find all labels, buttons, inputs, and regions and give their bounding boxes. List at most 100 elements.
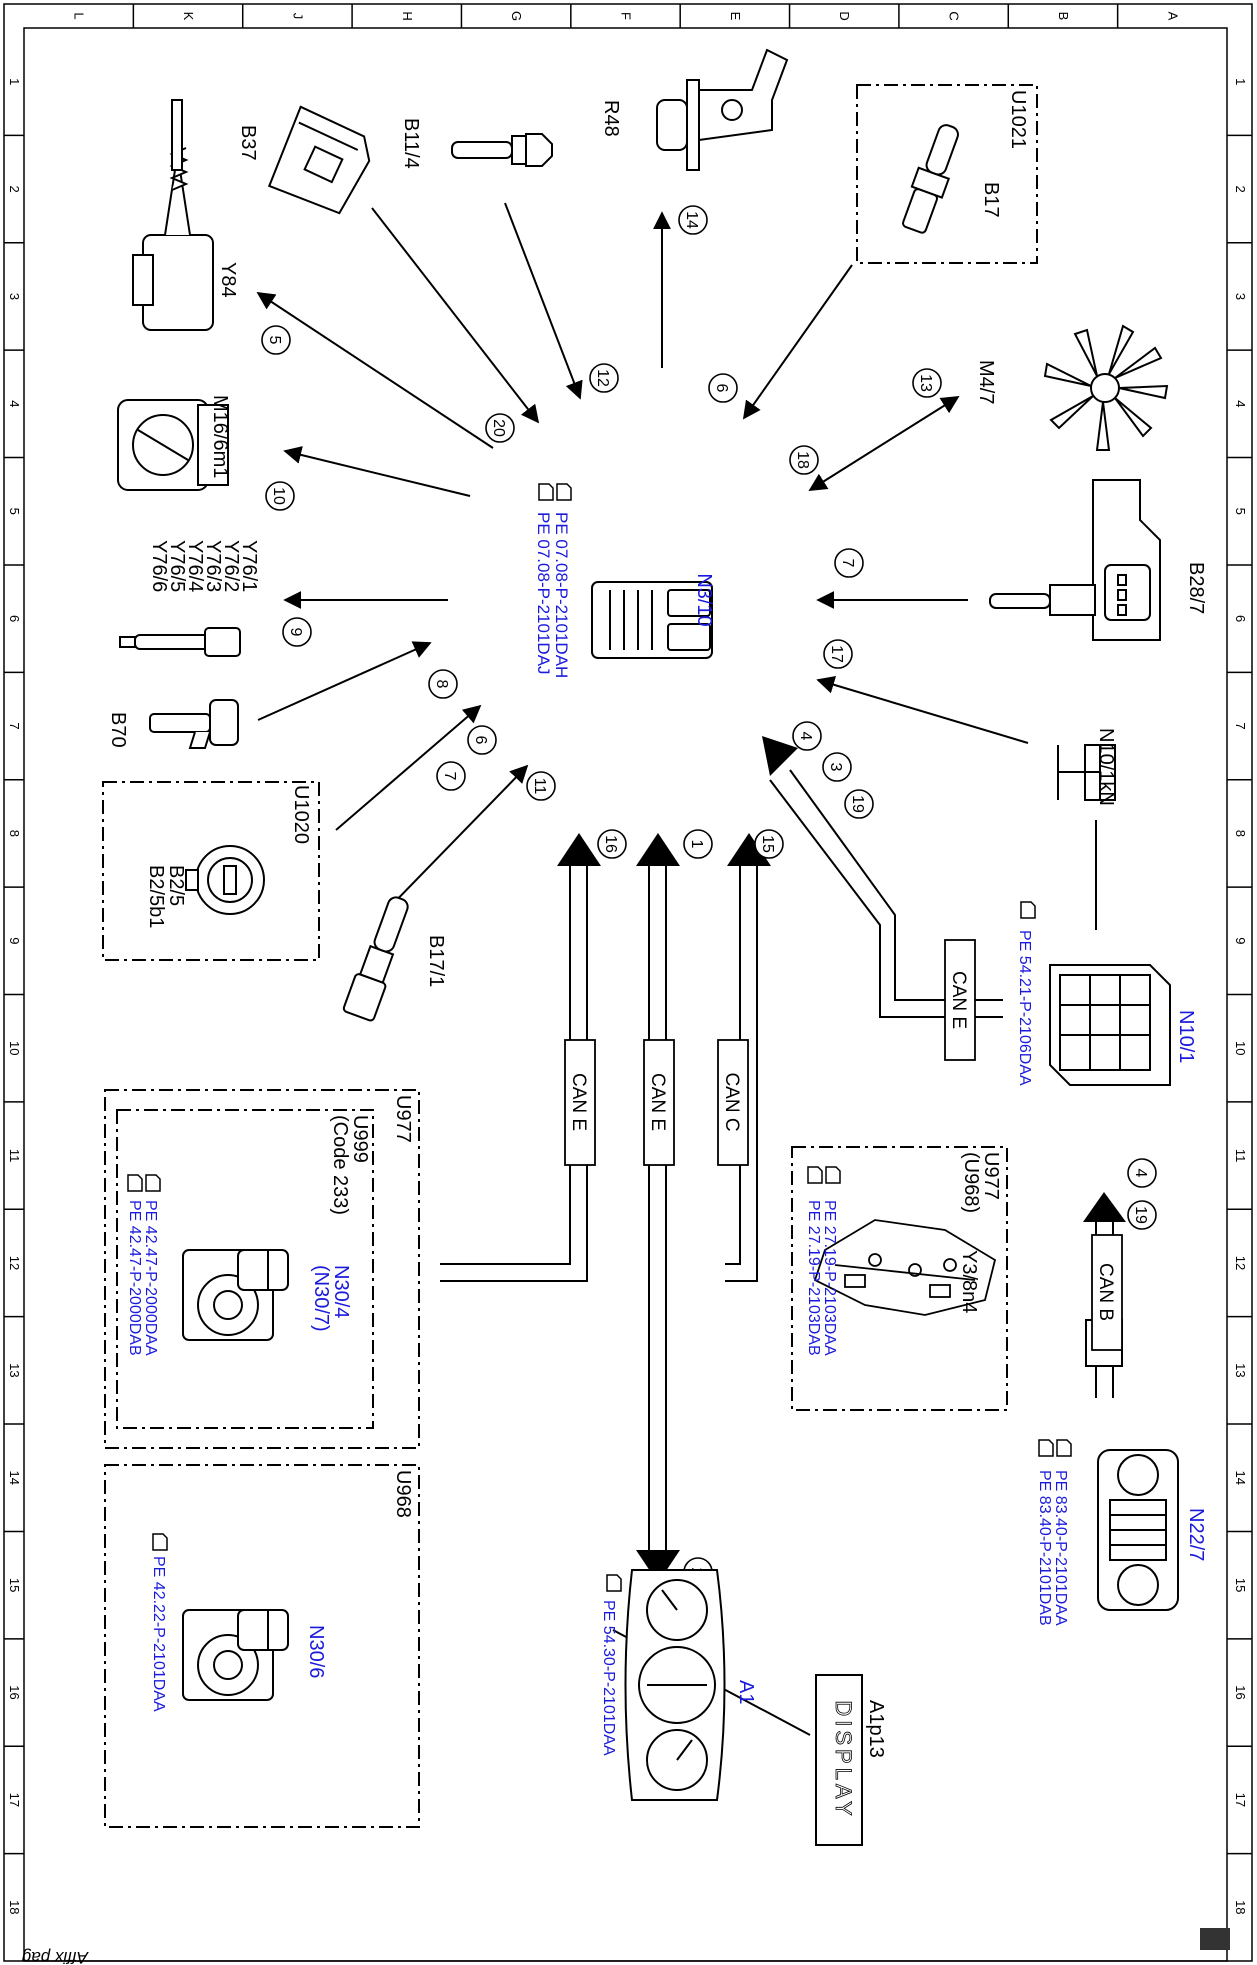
n22-7-ref-1: PE 83.40-P-2101DAA xyxy=(1052,1470,1069,1626)
num-can-e-right-c: 19 xyxy=(849,795,866,813)
y3-8n4-code: Y3/8n4 xyxy=(958,1250,980,1313)
grid-number: 13 xyxy=(1233,1363,1248,1377)
actuator-y84-icon xyxy=(132,99,214,331)
num-u1021: 6 xyxy=(713,384,730,393)
grid-number: 7 xyxy=(7,722,22,729)
can-e-right-label: CAN E xyxy=(948,971,969,1029)
grid-number: 17 xyxy=(1233,1793,1248,1807)
grid-letter: C xyxy=(947,11,962,20)
doc-icon xyxy=(1038,1439,1054,1457)
b2-5-code: B2/5 xyxy=(165,865,187,906)
climate-control-n22-7-icon xyxy=(1097,1449,1179,1611)
grid-letter: A xyxy=(1165,12,1180,21)
y3-8n4-group-1: U977 xyxy=(980,1152,1002,1200)
u1020-group: U1020 xyxy=(290,785,312,844)
can-e-mid-label: CAN E xyxy=(647,1073,668,1131)
grid-letter: L xyxy=(72,12,87,19)
n30-4-group-1: U977 xyxy=(392,1095,414,1143)
u1021-group: U1021 xyxy=(1007,90,1029,149)
grid-number: 8 xyxy=(1233,830,1248,837)
grid-number: 15 xyxy=(1233,1578,1248,1592)
fan-motor-m4-7-icon xyxy=(1043,324,1169,451)
temperature-sensor-b17-icon xyxy=(902,124,959,234)
grid-letter: G xyxy=(509,11,524,21)
grid-number: 12 xyxy=(7,1256,22,1270)
num-can-e-mid-a: 1 xyxy=(688,840,705,849)
display-a1p13-icon xyxy=(815,1674,863,1846)
grid-number: 4 xyxy=(7,400,22,407)
grid-letter: J xyxy=(290,13,305,20)
grid-number: 18 xyxy=(1233,1900,1248,1914)
grid-number: 17 xyxy=(7,1793,22,1807)
y3-8n4-ref-2: PE 27.19-P-2103DAB xyxy=(805,1200,822,1356)
n3-10-code: N3/10 xyxy=(693,573,715,626)
grid-number: 5 xyxy=(7,508,22,515)
doc-icon xyxy=(145,1174,161,1192)
grid-number: 3 xyxy=(7,293,22,300)
grid-number: 16 xyxy=(1233,1685,1248,1699)
n10-1-code: N10/1 xyxy=(1175,1010,1197,1063)
doc-icon xyxy=(538,483,554,501)
temperature-sensor-b17-1-icon xyxy=(342,896,409,1022)
grid-number: 1 xyxy=(1233,78,1248,85)
relay-n10-1kn-icon xyxy=(1057,744,1116,801)
num-m16-6m1: 10 xyxy=(270,487,287,505)
can-c-label: CAN C xyxy=(721,1072,742,1131)
grid-number: 10 xyxy=(7,1041,22,1055)
n22-7-ref-2: PE 83.40-P-2101DAB xyxy=(1036,1470,1053,1626)
num-b28-7: 7 xyxy=(839,559,856,568)
grid-number: 10 xyxy=(1233,1041,1248,1055)
can-label-boxes xyxy=(564,939,1123,1351)
grid-number: 14 xyxy=(1233,1471,1248,1485)
grid-number: 6 xyxy=(1233,615,1248,622)
thermostat-r48-icon xyxy=(656,48,789,171)
injector-y76-icon xyxy=(119,627,241,657)
n30-4-group-3: (Code 233) xyxy=(329,1115,351,1215)
num-r48: 14 xyxy=(683,211,700,229)
n3-10-ref-2: PE 07.08-P-2101DAJ xyxy=(534,512,553,675)
b70-code: B70 xyxy=(107,712,129,748)
fuse-relay-module-n10-1-icon xyxy=(1049,964,1171,1086)
n10-1-ref: PE 54.21-P-2106DAA xyxy=(1016,930,1033,1086)
n22-7-code: N22/7 xyxy=(1185,1508,1207,1561)
crankshaft-sensor-b70-icon xyxy=(149,699,239,749)
n30-4-code: N30/4 xyxy=(330,1265,352,1318)
grid-number: 1 xyxy=(7,78,22,85)
doc-icon xyxy=(825,1166,841,1184)
grid-number: 15 xyxy=(7,1578,22,1592)
pedal-sensor-b37-icon xyxy=(267,105,371,215)
grid-number: 7 xyxy=(1233,722,1248,729)
a1p13-display-text: DISPLAY xyxy=(831,1700,856,1819)
grid-letter: B xyxy=(1056,12,1071,21)
r48-code: R48 xyxy=(600,100,622,137)
esp-unit-n30-6-icon xyxy=(182,1609,289,1701)
grid-letter: F xyxy=(619,12,634,20)
a1p13-code: A1p13 xyxy=(865,1700,887,1758)
doc-icon xyxy=(1056,1439,1072,1457)
num-can-e-right-b: 3 xyxy=(827,763,844,772)
doc-icon xyxy=(556,483,572,501)
grid-letter: K xyxy=(181,12,196,21)
y76-code-5: Y76/5 xyxy=(166,540,188,592)
y76-code-3: Y76/3 xyxy=(202,540,224,592)
grid-letter: H xyxy=(400,11,415,20)
a1-ref: PE 54.30-P-2101DAA xyxy=(600,1600,617,1756)
a1-code: A1 xyxy=(735,1680,757,1704)
connection-lines xyxy=(256,202,1097,1736)
airflow-sensor-b2-5-icon xyxy=(185,845,265,915)
num-n10-1kn: 17 xyxy=(828,645,845,663)
num-y84: 5 xyxy=(266,336,283,345)
grid-number: 18 xyxy=(7,1900,22,1914)
num-b17-1: 11 xyxy=(531,778,548,795)
grid-number: 4 xyxy=(1233,400,1248,407)
grid-letter: D xyxy=(837,11,852,20)
grid-number: 2 xyxy=(7,185,22,192)
b28-7-code: B28/7 xyxy=(1185,562,1207,614)
num-can-e-right-a: 4 xyxy=(797,732,814,741)
can-bus-arrowheads xyxy=(557,736,1126,1583)
doc-icon xyxy=(807,1166,823,1184)
ecu-n3-10-icon xyxy=(591,581,713,659)
